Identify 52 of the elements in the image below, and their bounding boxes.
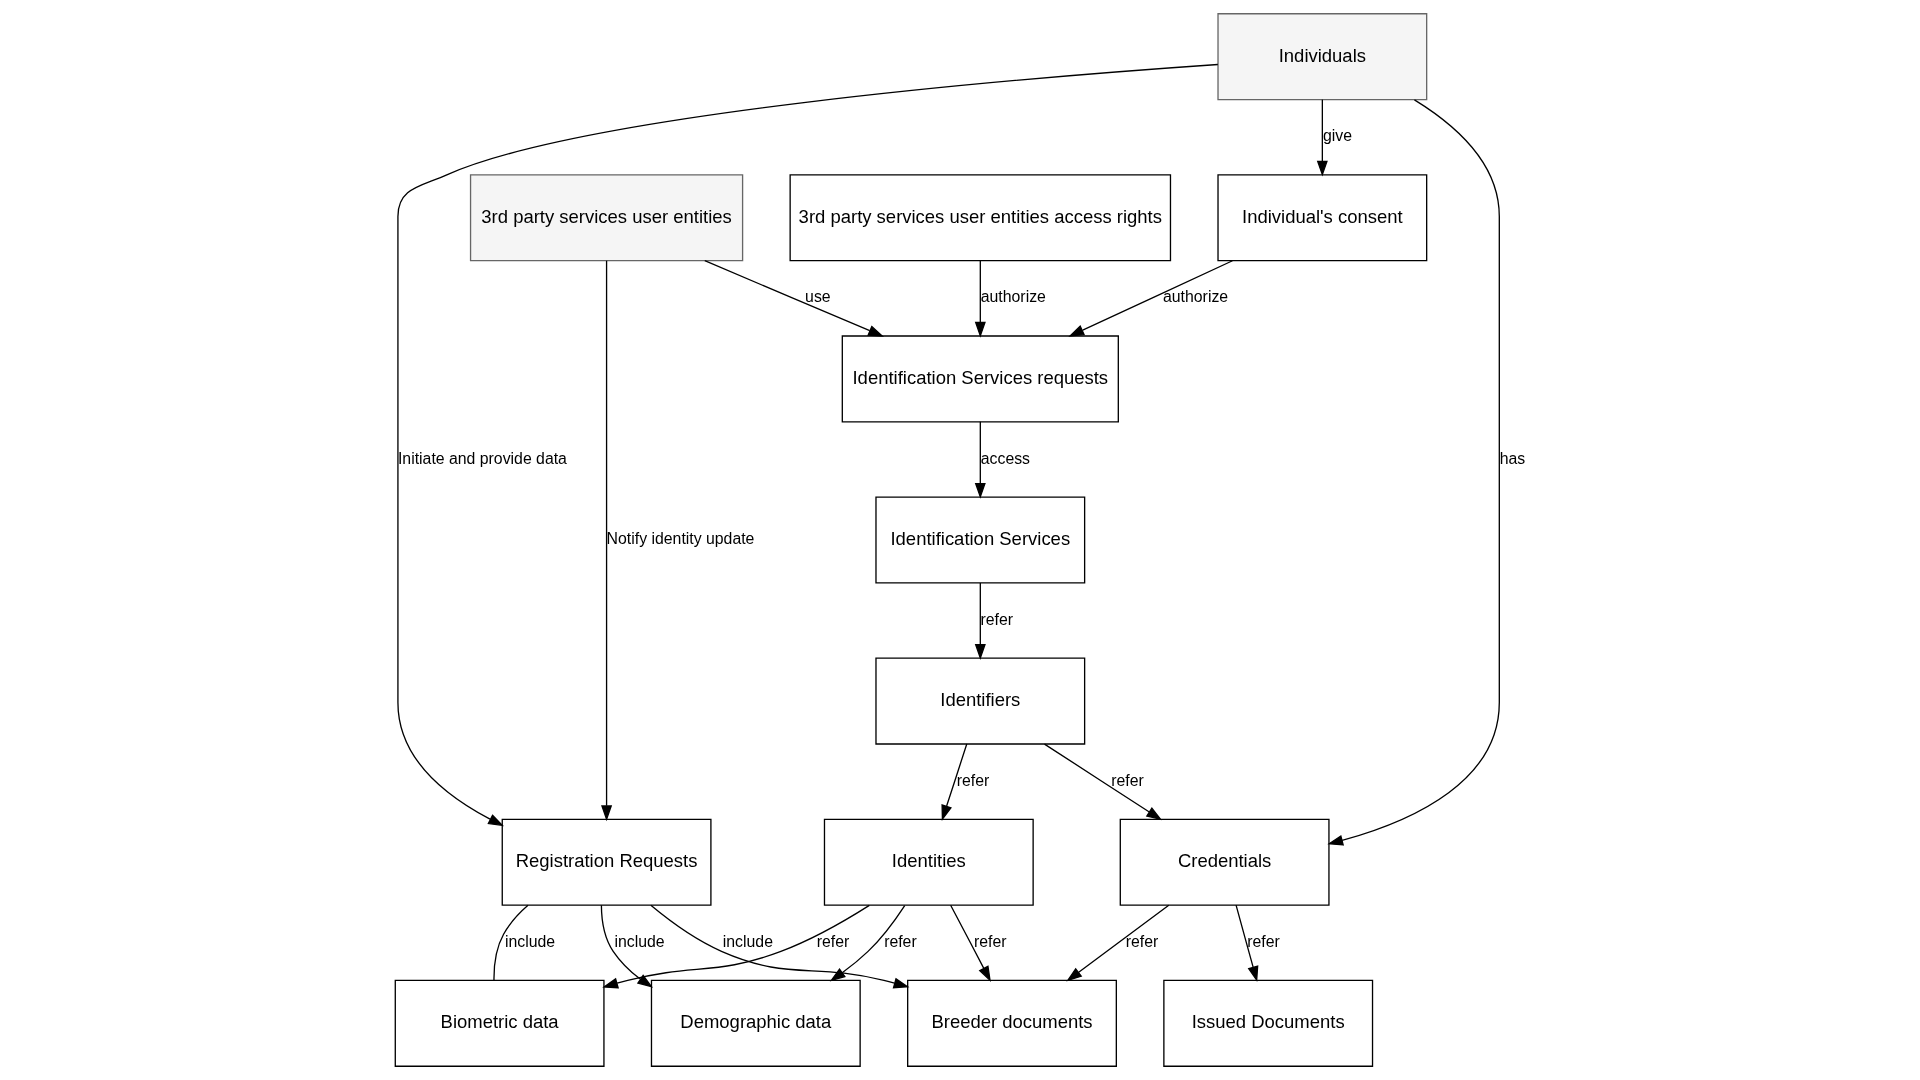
arrow	[1316, 98, 1328, 177]
node-box: Identification Services requests	[841, 335, 1119, 423]
node-box: Individuals	[1216, 13, 1427, 101]
edge-label: refer	[1125, 932, 1158, 950]
edge-label: refer	[816, 932, 849, 950]
connector	[492, 904, 529, 981]
arrow	[829, 904, 905, 982]
arrow	[601, 904, 870, 989]
node-box: Credentials	[1119, 818, 1330, 906]
node-box: Registration Requests	[501, 818, 712, 906]
edge-label: refer	[883, 932, 917, 950]
node-box: Demographic data	[650, 979, 861, 1067]
edge-label: include	[722, 932, 773, 950]
arrow	[1326, 99, 1500, 846]
edge-label: has	[1499, 449, 1525, 467]
node-box: Identification Services	[874, 496, 1085, 584]
edge-label: include	[504, 932, 555, 950]
arrow	[1234, 904, 1258, 983]
edge-label: authorize	[980, 288, 1046, 306]
arrow	[974, 582, 986, 660]
node-box: 3rd party services user entities	[469, 174, 743, 262]
arrow	[974, 260, 986, 338]
node-box: Issued Documents	[1162, 979, 1373, 1067]
edge-label: Notify identity update	[606, 530, 754, 548]
arrow	[1043, 743, 1162, 821]
edge-label: Initiate and provide data	[397, 449, 567, 467]
arrow	[396, 63, 1218, 827]
arrow	[703, 260, 884, 337]
arrow	[1067, 260, 1233, 337]
edge-label: use	[804, 288, 831, 306]
arrow	[940, 743, 967, 821]
edge-label: refer	[1246, 932, 1280, 950]
node-box: Identities	[823, 818, 1034, 906]
arrow	[649, 904, 909, 989]
edge-label: refer	[1110, 771, 1144, 789]
arrow	[949, 904, 991, 982]
edge-label: refer	[973, 932, 1006, 950]
edge-label: access	[980, 449, 1030, 467]
edge-label: refer	[980, 610, 1013, 628]
edge-label: refer	[956, 771, 989, 789]
edge-label: authorize	[1162, 288, 1228, 306]
arrow	[600, 904, 653, 988]
edge-label: include	[614, 932, 665, 950]
arrow	[974, 421, 986, 499]
arrow	[1065, 904, 1169, 982]
edge-label: give	[1322, 127, 1352, 145]
node-box: Identifiers	[874, 657, 1085, 745]
node-box: Biometric data	[394, 979, 605, 1067]
arrow	[600, 260, 612, 822]
node-box: 3rd party services user entities access rights	[789, 174, 1171, 262]
node-box: Breeder documents	[906, 979, 1117, 1067]
node-box: Individual's consent	[1216, 174, 1427, 262]
